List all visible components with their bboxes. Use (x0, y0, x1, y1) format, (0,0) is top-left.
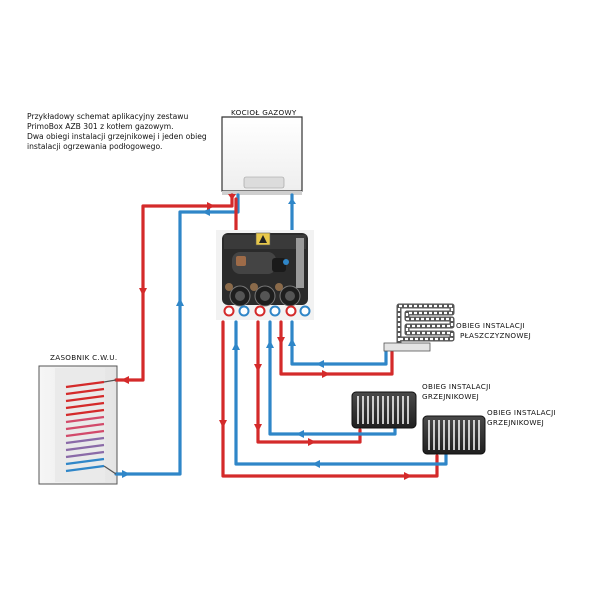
radiator-1 (351, 391, 417, 429)
description-line-4: instalacji ogrzewania podłogowego. (27, 142, 163, 151)
flow-arrows (121, 194, 412, 480)
radiator-2-label: OBIEG INSTALACJI GRZEJNIKOWEJ (487, 408, 556, 428)
radiator-2-label-line-2: GRZEJNIKOWEJ (487, 418, 544, 427)
radiator-1-label-line-1: OBIEG INSTALACJI (422, 382, 491, 391)
description-line-2: PrimoBox AZB 301 z kotłem gazowym. (27, 122, 174, 131)
floor-circuit-label: OBIEG INSTALACJI PŁASZCZYZNOWEJ (456, 321, 531, 341)
floor-circuit-label-line-2: PŁASZCZYZNOWEJ (460, 331, 532, 340)
floor-heating-loop (383, 303, 455, 352)
floor-circuit-label-line-1: OBIEG INSTALACJI (456, 321, 525, 330)
radiator-1-label: OBIEG INSTALACJI GRZEJNIKOWEJ (422, 382, 491, 402)
description-line-1: Przykładowy schemat aplikacyjny zestawu (27, 112, 189, 121)
radiator-2 (422, 415, 486, 455)
tank-coil (65, 379, 117, 475)
gas-boiler (221, 116, 303, 195)
radiator-1-label-line-2: GRZEJNIKOWEJ (422, 392, 479, 401)
tank-label: ZASOBNIK C.W.U. (50, 353, 118, 362)
pump-group (216, 230, 314, 320)
description-line-3: Dwa obiegi instalacji grzejnikowej i jed… (27, 132, 207, 141)
radiator-2-label-line-1: OBIEG INSTALACJI (487, 408, 556, 417)
description-text: Przykładowy schemat aplikacyjny zestawu … (27, 112, 227, 152)
boiler-label: KOCIOŁ GAZOWY (231, 108, 297, 117)
